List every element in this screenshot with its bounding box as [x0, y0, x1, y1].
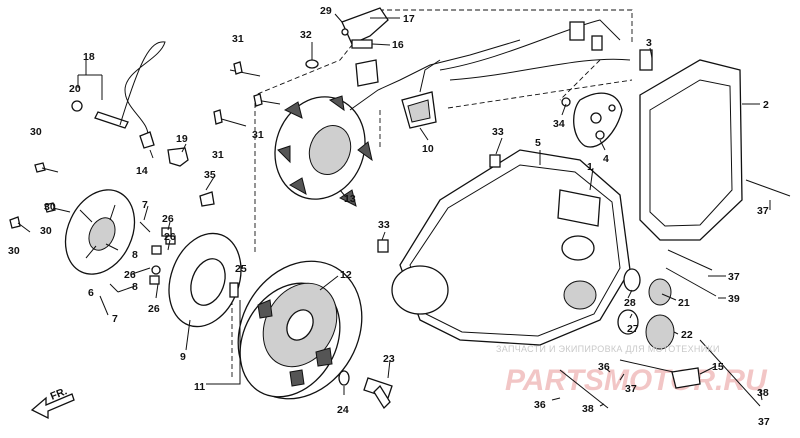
callout-20: 20 [69, 83, 81, 95]
callout-17: 17 [403, 13, 415, 25]
callout-35: 35 [204, 169, 216, 181]
callout-30-top: 30 [30, 126, 42, 138]
outer-cover [639, 59, 743, 241]
callout-26-c: 26 [124, 269, 136, 281]
callout-33-mid: 33 [378, 219, 390, 231]
callout-23: 23 [383, 353, 395, 365]
clip [671, 367, 701, 389]
cover-plate [561, 92, 623, 148]
callout-3: 3 [646, 37, 652, 49]
callout-37-c: 37 [625, 383, 637, 395]
callout-7-top: 7 [142, 199, 148, 211]
callout-34: 34 [553, 118, 565, 130]
dowel-pin [229, 282, 239, 298]
callout-26-a: 26 [162, 213, 174, 225]
callout-37-b: 37 [728, 271, 740, 283]
callout-33-top: 33 [492, 126, 504, 138]
callout-25: 25 [235, 263, 247, 275]
callout-6: 6 [88, 287, 94, 299]
pulser-bracket [305, 7, 389, 87]
small-bolts [199, 61, 791, 409]
pulse-generator [401, 59, 441, 129]
crankcase-cover [391, 149, 631, 346]
callout-10: 10 [422, 143, 434, 155]
callout-38-b: 38 [757, 387, 769, 399]
callouts: 18 20 30 19 14 31 31 31 35 30 30 30 7 26… [8, 5, 770, 428]
callout-8-top: 8 [132, 249, 138, 261]
front-marker-label: FR. [49, 385, 69, 402]
callout-26-b: 26 [164, 231, 176, 243]
callout-7-low: 7 [112, 313, 118, 325]
callout-31-a: 31 [232, 33, 244, 45]
callout-30-mid: 30 [44, 201, 56, 213]
callout-27: 27 [627, 323, 639, 335]
callout-38-a: 38 [582, 403, 594, 415]
callout-30-left: 30 [8, 245, 20, 257]
callout-1: 1 [587, 161, 593, 173]
callout-14: 14 [136, 165, 148, 177]
plugs-seals [617, 268, 675, 350]
watermark-logo: PARTSMOTOR.RU [505, 364, 768, 397]
callout-11: 11 [194, 381, 205, 393]
neutral-switch-assembly [71, 41, 189, 167]
leader-lines [77, 13, 771, 407]
callout-32: 32 [300, 29, 312, 41]
callout-39: 39 [728, 293, 740, 305]
wire-harness [439, 19, 653, 81]
callout-37-d: 37 [758, 416, 770, 428]
callout-16: 16 [392, 39, 404, 51]
rollers-springs [117, 221, 176, 293]
callout-19: 19 [176, 133, 188, 145]
callout-8-low: 8 [132, 281, 138, 293]
callout-18: 18 [83, 51, 95, 63]
callout-30-low: 30 [40, 225, 52, 237]
callout-36-b: 36 [534, 399, 546, 411]
flywheel [237, 260, 363, 400]
callout-37-a: 37 [757, 205, 769, 217]
callout-15: 15 [712, 361, 724, 373]
starter-clutch [9, 162, 136, 275]
watermark-text: ЗАПЧАСТИ И ЭКИПИРОВКА ДЛЯ МОТОТЕХНИКИ [496, 344, 720, 354]
callout-29: 29 [320, 5, 332, 17]
callout-24: 24 [337, 404, 349, 416]
flywheel-bolt [338, 370, 393, 410]
front-arrow: FR. [30, 385, 75, 420]
callout-2: 2 [763, 99, 769, 111]
callout-5: 5 [535, 137, 541, 149]
callout-28: 28 [624, 297, 636, 309]
callout-36-a: 36 [598, 361, 610, 373]
callout-9: 9 [180, 351, 186, 363]
callout-13: 13 [344, 193, 356, 205]
callout-21: 21 [678, 297, 690, 309]
callout-31-b: 31 [252, 129, 264, 141]
callout-12: 12 [340, 269, 352, 281]
stator [274, 39, 521, 207]
callout-4: 4 [603, 153, 609, 165]
callout-22: 22 [681, 329, 693, 341]
callout-26-d: 26 [148, 303, 160, 315]
callout-31-c: 31 [212, 149, 224, 161]
